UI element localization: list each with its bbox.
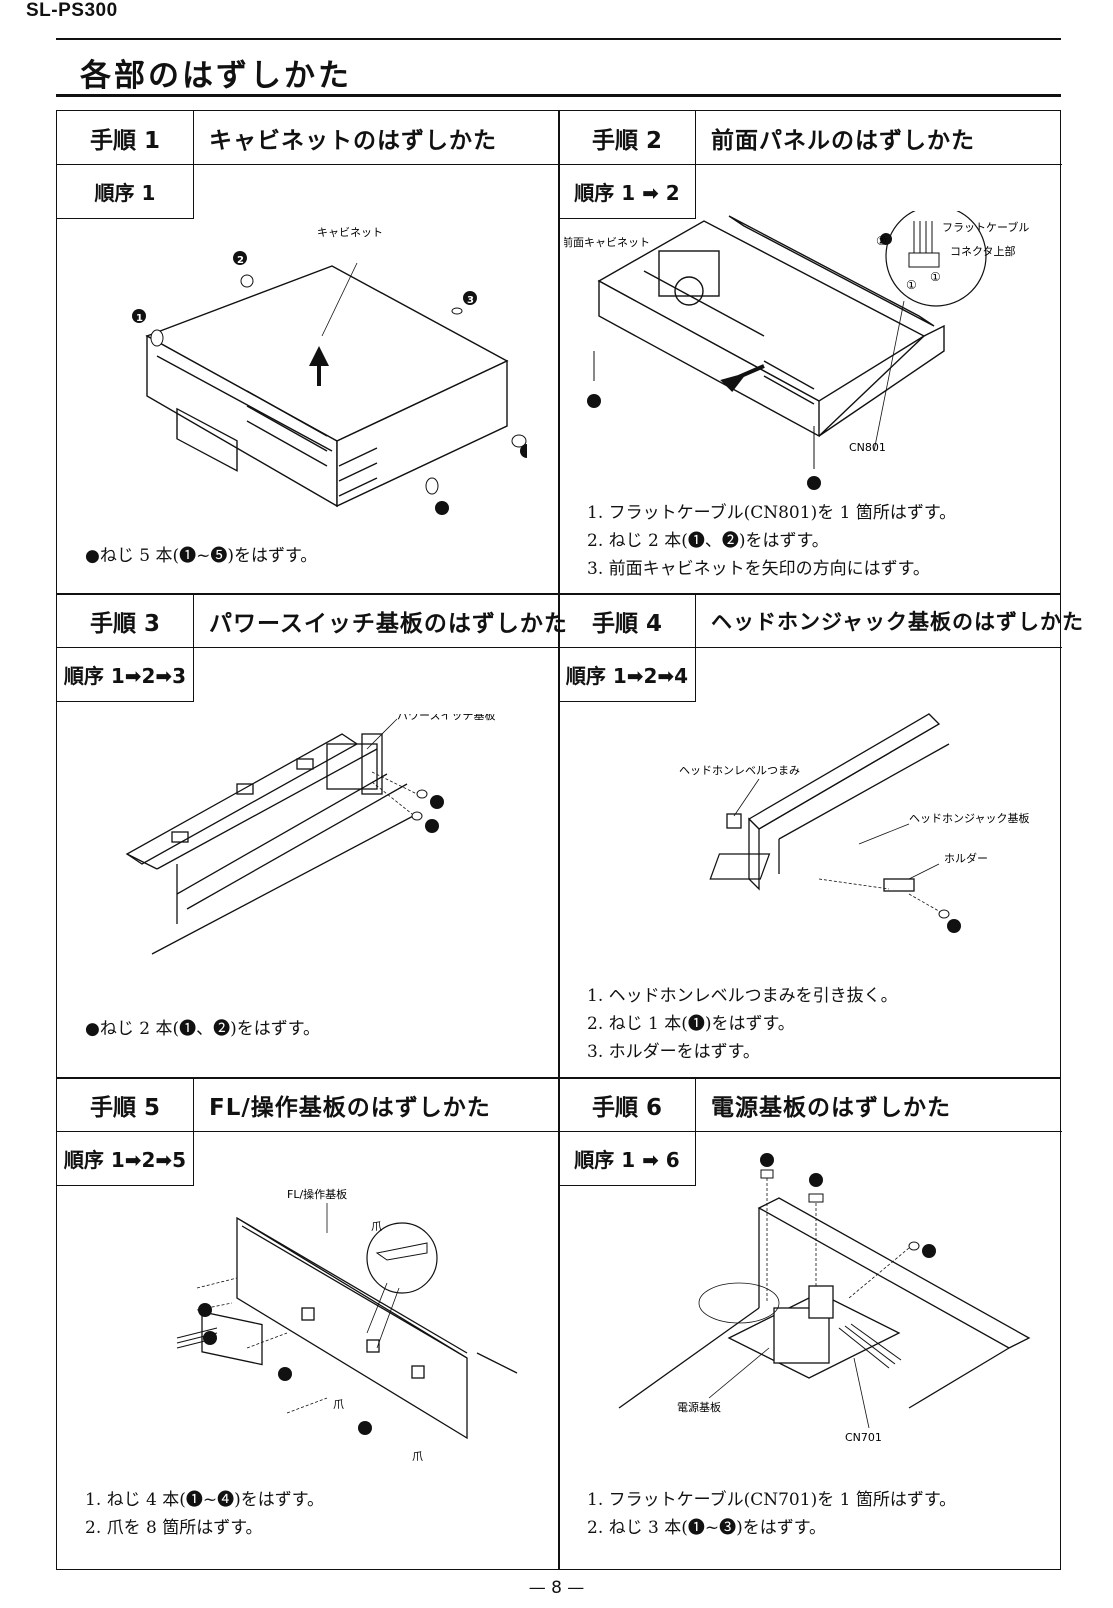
fl-board-label: FL/操作基板 bbox=[287, 1187, 347, 1201]
procedure-number: 手順 2 bbox=[559, 111, 696, 164]
section-header: 手順 2 前面パネルのはずしかた bbox=[559, 111, 1062, 165]
headphone-jack-board-label: ヘッドホンジャック基板 bbox=[909, 811, 1029, 825]
cabinet-removal-figure: 1 2 3 キャビネット bbox=[132, 226, 527, 515]
procedure-title: パワースイッチ基板のはずしかた bbox=[209, 610, 568, 637]
power-switch-board-label: パワースイッチ基板 bbox=[397, 714, 495, 722]
headphone-jack-board-figure: ヘッドホンレベルつまみ ヘッドホンジャック基板 ホルダー bbox=[679, 713, 1029, 933]
front-cabinet-label: 前面キャビネット bbox=[564, 235, 650, 249]
holder-label: ホルダー bbox=[944, 851, 988, 865]
section-4: 手順 4 ヘッドホンジャック基板のはずしかた 順序 1➡2➡4 ヘッドホンレベル… bbox=[559, 594, 1083, 1077]
procedure-title: 前面パネルのはずしかた bbox=[711, 127, 975, 154]
sequence-label: 順序 1➡2➡3 bbox=[57, 648, 194, 702]
circle-one-callout: ① bbox=[906, 278, 917, 292]
procedure-title: 電源基板のはずしかた bbox=[711, 1094, 951, 1121]
procedure-number: 手順 6 bbox=[559, 1078, 696, 1131]
step-3: 3. 前面キャビネットを矢印の方向にはずす。 bbox=[587, 559, 930, 579]
flat-cable-label: フラットケーブル bbox=[942, 220, 1029, 234]
svg-text:3: 3 bbox=[467, 295, 474, 306]
front-panel-removal-figure: 前面キャビネット フラットケーブル コネクタ上部 CN801 ① ① ② bbox=[564, 211, 1029, 490]
sequence-label: 順序 1➡2➡5 bbox=[57, 1132, 194, 1186]
sequence-label: 順序 1 ➡ 2 bbox=[559, 165, 696, 219]
cn701-label: CN701 bbox=[845, 1431, 882, 1444]
circle-two-callout: ② bbox=[876, 234, 887, 248]
model-number: SL-PS300 bbox=[26, 0, 118, 21]
page-number: — 8 — bbox=[528, 1578, 585, 1598]
procedure-grid: 手順 1 キャビネットのはずしかた 順序 1 bbox=[56, 110, 1083, 1571]
procedure-number: 手順 5 bbox=[57, 1078, 194, 1131]
row-divider-1 bbox=[57, 593, 1060, 595]
procedure-title: ヘッドホンジャック基板のはずしかた bbox=[711, 609, 1084, 634]
section-header: 手順 5 FL/操作基板のはずしかた bbox=[57, 1078, 558, 1132]
section-header: 手順 4 ヘッドホンジャック基板のはずしかた bbox=[559, 594, 1083, 648]
step-2: 2. ねじ 2 本(❶、❷)をはずす。 bbox=[587, 531, 829, 551]
instruction-note: ●ねじ 5 本(❶~❺)をはずす。 bbox=[85, 546, 318, 566]
section-3: 手順 3 パワースイッチ基板のはずしかた 順序 1➡2➡3 bbox=[57, 594, 567, 1077]
step-1: 1. ヘッドホンレベルつまみを引き抜く。 bbox=[587, 986, 898, 1006]
step-1: 1. フラットケーブル(CN701)を 1 箇所はずす。 bbox=[587, 1490, 957, 1510]
procedure-title: FL/操作基板のはずしかた bbox=[209, 1094, 491, 1121]
claw-label-middle: 爪 bbox=[333, 1398, 344, 1411]
procedure-number: 手順 1 bbox=[57, 111, 194, 164]
step-1: 1. ねじ 4 本(❶~❹)をはずす。 bbox=[85, 1490, 325, 1510]
section-1: 手順 1 キャビネットのはずしかた 順序 1 bbox=[57, 111, 558, 593]
center-divider bbox=[558, 111, 560, 1569]
circle-one-callout-b: ① bbox=[930, 270, 941, 284]
instruction-steps: 1. フラットケーブル(CN701)を 1 箇所はずす。 2. ねじ 3 本(❶… bbox=[587, 1486, 956, 1542]
procedure-number: 手順 3 bbox=[57, 594, 194, 647]
step-2: 2. ねじ 3 本(❶~❸)をはずす。 bbox=[587, 1518, 827, 1538]
section-6: 手順 6 電源基板のはずしかた 順序 1 ➡ 6 電源基板 CN701 bbox=[559, 1078, 1062, 1571]
step-2: 2. ねじ 1 本(❶)をはずす。 bbox=[587, 1014, 795, 1034]
cabinet-label: キャビネット bbox=[317, 226, 383, 239]
svg-text:2: 2 bbox=[237, 255, 244, 266]
instruction-steps: 1. ヘッドホンレベルつまみを引き抜く。 2. ねじ 1 本(❶)をはずす。 3… bbox=[587, 982, 898, 1066]
sequence-label: 順序 1 bbox=[57, 165, 194, 219]
procedure-number: 手順 4 bbox=[559, 594, 696, 647]
section-header: 手順 6 電源基板のはずしかた bbox=[559, 1078, 1062, 1132]
section-2: 手順 2 前面パネルのはずしかた 順序 1 ➡ 2 bbox=[559, 111, 1062, 593]
procedure-title: キャビネットのはずしかた bbox=[209, 127, 497, 154]
instruction-steps: 1. フラットケーブル(CN801)を 1 箇所はずす。 2. ねじ 2 本(❶… bbox=[587, 499, 956, 583]
step-2: 2. 爪を 8 箇所はずす。 bbox=[85, 1518, 263, 1538]
section-5: 手順 5 FL/操作基板のはずしかた 順序 1➡2➡5 bbox=[57, 1078, 558, 1571]
step-1: 1. フラットケーブル(CN801)を 1 箇所はずす。 bbox=[587, 503, 957, 523]
title-rule bbox=[56, 94, 1061, 97]
top-rule bbox=[56, 38, 1061, 40]
step-3: 3. ホルダーをはずす。 bbox=[587, 1042, 760, 1062]
section-header: 手順 1 キャビネットのはずしかた bbox=[57, 111, 558, 165]
power-board-label: 電源基板 bbox=[677, 1400, 721, 1414]
connector-top-label: コネクタ上部 bbox=[950, 244, 1016, 258]
cn801-label: CN801 bbox=[849, 441, 886, 454]
fl-operation-board-figure: FL/操作基板 爪 爪 爪 bbox=[176, 1187, 518, 1463]
section-header: 手順 3 パワースイッチ基板のはずしかた bbox=[57, 594, 567, 648]
sequence-label: 順序 1➡2➡4 bbox=[559, 648, 696, 702]
page-title: 各部のはずしかた bbox=[80, 58, 352, 94]
sequence-label: 順序 1 ➡ 6 bbox=[559, 1132, 696, 1186]
row-divider-2 bbox=[57, 1077, 1060, 1079]
headphone-level-knob-label: ヘッドホンレベルつまみ bbox=[679, 764, 800, 777]
instruction-steps: 1. ねじ 4 本(❶~❹)をはずす。 2. 爪を 8 箇所はずす。 bbox=[85, 1486, 324, 1542]
claw-label-bottom: 爪 bbox=[412, 1450, 423, 1463]
svg-text:1: 1 bbox=[136, 313, 143, 324]
power-switch-board-figure: パワースイッチ基板 bbox=[125, 714, 495, 955]
instruction-note: ●ねじ 2 本(❶、❷)をはずす。 bbox=[85, 1019, 321, 1039]
claw-label-top: 爪 bbox=[371, 1220, 382, 1233]
power-board-figure: 電源基板 CN701 bbox=[618, 1153, 1031, 1444]
